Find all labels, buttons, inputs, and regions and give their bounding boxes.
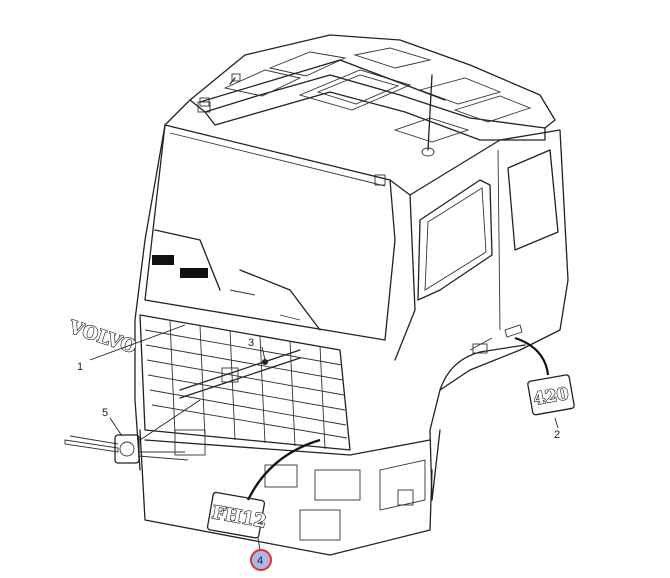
emblem-volvo-text: VOLVO: [66, 316, 139, 358]
part-1-volvo-emblem[interactable]: VOLVO: [65, 316, 139, 359]
callout-label-5: 5: [102, 407, 108, 419]
leader-arrow-4: [246, 438, 321, 501]
part-4-highlight[interactable]: 4: [250, 549, 272, 571]
emblem-420-text: 420: [532, 384, 571, 410]
callout-label-2: 2: [554, 429, 560, 441]
cab-body: [134, 99, 569, 501]
emblem-fh12-frame: [206, 491, 266, 539]
leader-line-5b: [139, 399, 201, 441]
leader-line-1: [89, 324, 186, 361]
part-4-fh12-emblem[interactable]: FH12: [206, 491, 270, 539]
windshield-wipers: [152, 229, 321, 331]
front-bumper: [139, 429, 433, 556]
leader-line-5: [109, 417, 123, 437]
part-5-grille-badge[interactable]: [64, 434, 189, 464]
leader-arrow-2: [514, 336, 550, 376]
part-2-420-emblem[interactable]: 420: [527, 374, 575, 416]
emblem-420-frame: [527, 374, 575, 416]
callout-label-3: 3: [248, 337, 254, 349]
leader-line-4: [257, 537, 261, 551]
cab-roof: [189, 34, 556, 186]
callout-label-1: 1: [77, 361, 83, 373]
emblem-fh12-text: FH12: [210, 502, 268, 532]
badge-frame: [114, 434, 140, 464]
part-3-marker[interactable]: [262, 359, 268, 365]
badge-symbol-icon: [119, 441, 135, 457]
leader-line-2: [554, 417, 559, 429]
leader-line-3: [261, 346, 266, 361]
highlight-ring: [250, 549, 272, 571]
callout-label-4: 4: [257, 555, 263, 567]
front-grille: [139, 314, 351, 451]
